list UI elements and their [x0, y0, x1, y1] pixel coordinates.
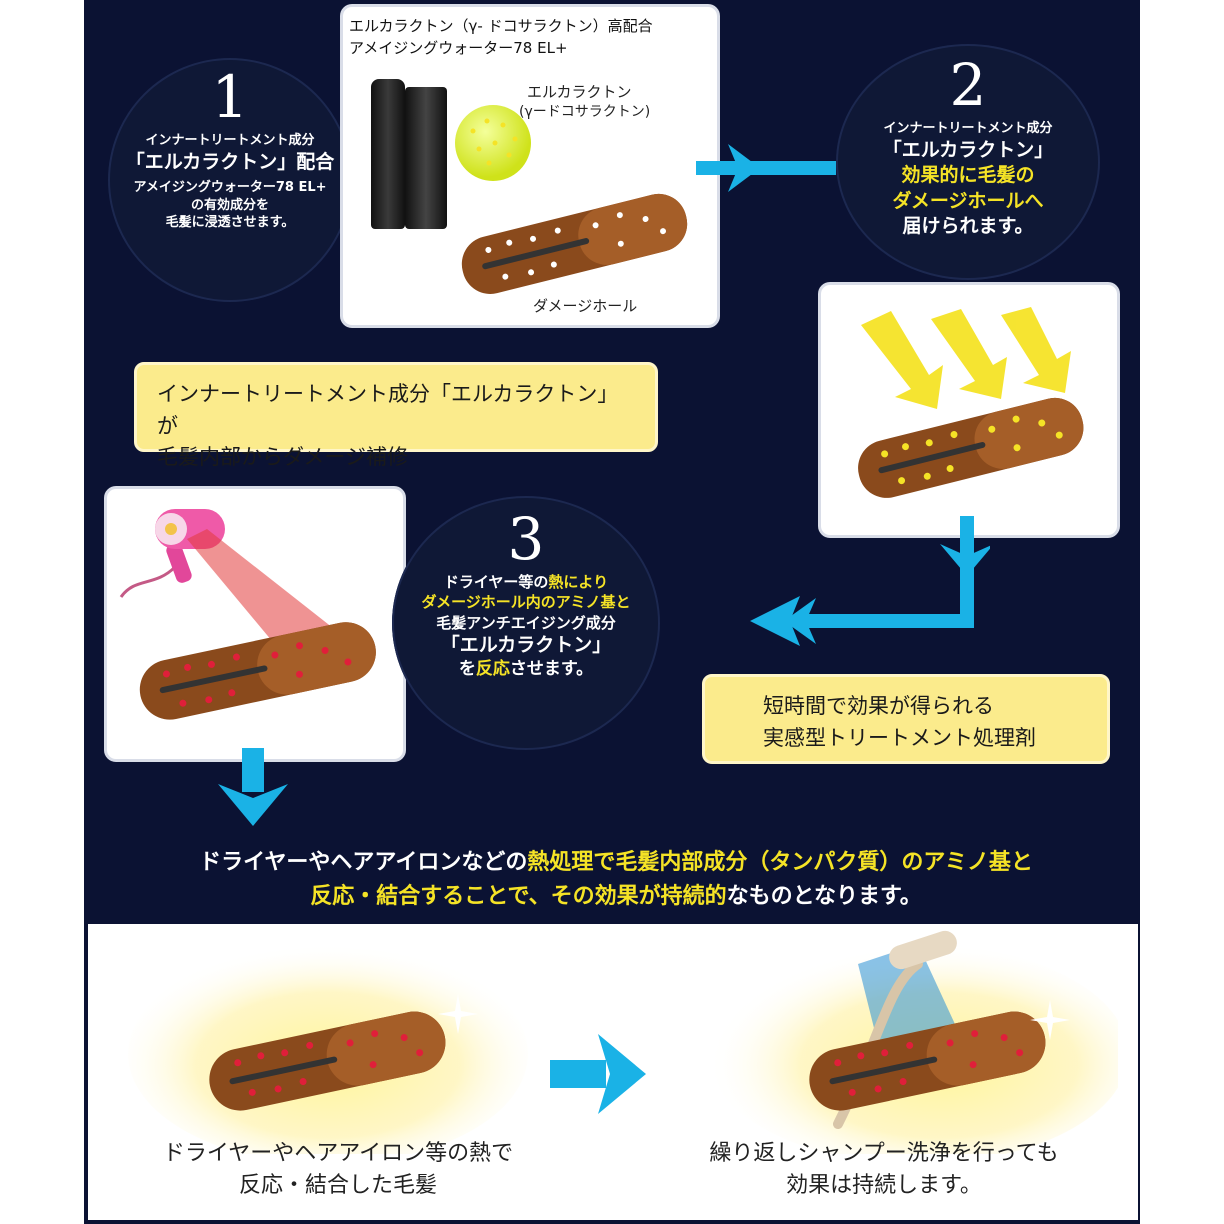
caption-left-line1: ドライヤーやヘアアイロン等の熱で: [162, 1141, 514, 1166]
treated-hair-illustration: [858, 397, 1084, 498]
arrow-down-icon: [218, 748, 288, 826]
step-1-line5: 毛髪に浸透させます。: [165, 215, 295, 231]
banner-l1a: ドライヤーやヘアアイロンなどの: [199, 850, 528, 875]
note-repair-line1: インナートリートメント成分「エルカラクトン」が: [157, 382, 619, 438]
step-3-line1b: 熱により: [548, 573, 609, 591]
banner-l2a: 反応・結合することで、その効果が持続的: [310, 884, 727, 910]
glow-burst-icon-left: [128, 944, 528, 1154]
sphere-label2: (γードコサラクトン): [519, 104, 651, 120]
step-3-image-card: [104, 486, 406, 762]
note-fast-effect: 短時間で効果が得られる 実感型トリートメント処理剤: [702, 674, 1110, 764]
step-2-line3: 効果的に毛髪の: [901, 164, 1035, 187]
erucalactone-sphere-icon: [455, 105, 531, 181]
step-2-line1: インナートリートメント成分: [883, 121, 1053, 136]
heated-hair-illustration: [139, 622, 376, 720]
damage-hole-label: ダメージホール: [533, 297, 638, 315]
step-3-line4: 「エルカラクトン」: [440, 633, 612, 656]
arrow-down-left-icon: [750, 516, 990, 646]
note-repair: インナートリートメント成分「エルカラクトン」が 毛髪内部からダメージ補修: [134, 362, 658, 469]
step-1-circle: 1 インナートリートメント成分 「エルカラクトン」配合 アメイジングウォーター7…: [108, 58, 352, 302]
product-card-title1: エルカラクトン（γ- ドコサラクトン）高配合: [349, 17, 653, 35]
note-fast-effect-line1: 短時間で効果が得られる: [763, 694, 994, 718]
product-card: エルカラクトン（γ- ドコサラクトン）高配合 アメイジングウォーター78 EL+…: [340, 4, 720, 328]
sphere-label1: エルカラクトン: [527, 83, 632, 101]
step-3-line1a: ドライヤー等の: [443, 573, 549, 591]
product-tube: [405, 87, 447, 229]
step-3-line5c: させます。: [509, 659, 594, 680]
arrow-right-icon: [696, 144, 836, 192]
result-panel: ドライヤーやヘアアイロン等の熱で 反応・結合した毛髪 繰り返しシャンプー洗浄を行…: [88, 924, 1138, 1220]
banner-l1b: 熱処理で毛髪内部成分（タンパク質）のアミノ基と: [527, 850, 1033, 875]
step-2-line5: 届けられます。: [902, 215, 1034, 238]
step-1-line4: の有効成分を: [190, 197, 269, 213]
product-card-title2: アメイジングウォーター78 EL+: [349, 39, 568, 57]
step-2-number: 2: [949, 51, 987, 119]
hair-dryer-icon: [119, 509, 225, 598]
step-3-line5b: 反応: [475, 659, 510, 680]
step-1-number: 1: [211, 63, 249, 131]
step-1-line2: 「エルカラクトン」配合: [125, 150, 335, 173]
step-2-line2: 「エルカラクトン」: [882, 138, 1054, 161]
caption-right-line2: 効果は持続します。: [786, 1172, 982, 1198]
product-bottle: [371, 79, 405, 229]
note-fast-effect-line2: 実感型トリートメント処理剤: [763, 725, 1036, 750]
step-3-number: 3: [507, 505, 545, 573]
step-1-line1: インナートリートメント成分: [145, 133, 315, 148]
glow-burst-icon-right: [708, 930, 1118, 1154]
caption-left-line2: 反応・結合した毛髪: [238, 1172, 437, 1198]
step-3-line2: ダメージホール内のアミノ基と: [421, 593, 631, 612]
step-2-line4: ダメージホールへ: [892, 189, 1044, 212]
step-3-line5a: を: [458, 659, 476, 680]
caption-left: ドライヤーやヘアアイロン等の熱で 反応・結合した毛髪: [118, 1138, 558, 1202]
banner-l2b: なものとなります。: [726, 884, 922, 910]
note-repair-line2: 毛髪内部からダメージ補修: [157, 445, 408, 469]
caption-right: 繰り返しシャンプー洗浄を行っても 効果は持続します。: [654, 1138, 1114, 1202]
step-3-line3: 毛髪アンチエイジング成分: [436, 613, 616, 632]
step-3-circle: 3 ドライヤー等の熱により ダメージホール内のアミノ基と 毛髪アンチエイジング成…: [392, 496, 660, 750]
step-2-image-card: [818, 282, 1120, 538]
step-1-line3: アメイジングウォーター78 EL+: [133, 180, 327, 196]
penetration-arrows-icon: [861, 307, 1071, 409]
caption-right-line1: 繰り返しシャンプー洗浄を行っても: [709, 1141, 1059, 1166]
arrow-right-icon-bottom: [550, 1034, 646, 1114]
damaged-hair-illustration: [461, 193, 688, 294]
summary-banner: ドライヤーやヘアアイロンなどの熱処理で毛髪内部成分（タンパク質）のアミノ基と 反…: [96, 838, 1136, 924]
heat-beam-icon: [187, 529, 347, 659]
step-2-circle: 2 インナートリートメント成分 「エルカラクトン」 効果的に毛髪の ダメージホー…: [836, 44, 1100, 280]
